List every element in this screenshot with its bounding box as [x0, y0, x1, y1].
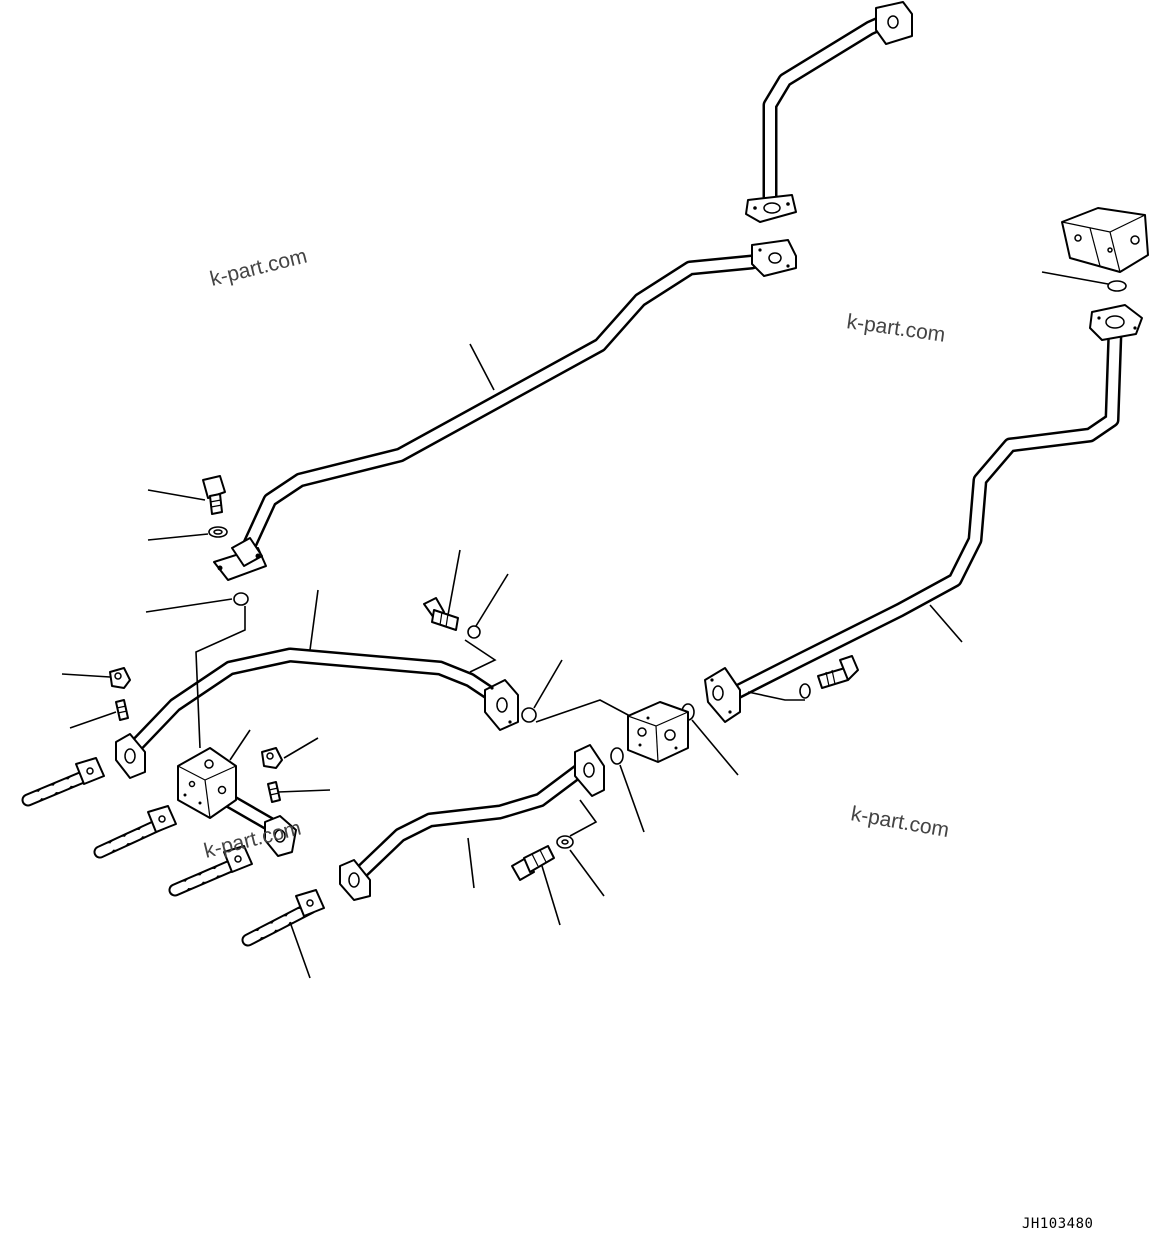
right-pipe-lower-flange — [704, 667, 741, 723]
right-pipe-top-oring — [1107, 280, 1127, 292]
lower-center-pipe-left-flange — [339, 859, 371, 901]
watermark-4: k-part.com — [849, 802, 951, 842]
center-valve-block — [627, 701, 689, 763]
middle-left-pipe-bolt — [423, 597, 459, 631]
top-flange — [875, 1, 913, 45]
middle-left-pipe-right-flange — [484, 679, 519, 731]
left-cube-block — [177, 747, 237, 819]
middle-left-pipe-oring — [521, 707, 537, 723]
lower-center-pipe — [347, 762, 588, 886]
leader-lines — [61, 271, 1109, 979]
riser-flange — [745, 194, 797, 223]
center-nipple-fitting — [267, 781, 281, 803]
upper-pipe-end-flange — [751, 239, 797, 277]
middle-left-pipe-washer — [467, 625, 481, 639]
right-pipe-bolt — [817, 655, 859, 689]
left-elbow-fitting-top — [109, 667, 131, 689]
upper-clamp-bolt — [202, 475, 226, 515]
right-pipe-top-flange — [1089, 304, 1143, 341]
upper-pipe-split-flange — [213, 537, 267, 581]
left-nipple-fitting — [115, 699, 129, 721]
watermark-1: k-part.com — [208, 245, 310, 291]
lower-center-pipe-flange — [574, 744, 605, 797]
watermark-3: k-part.com — [202, 817, 304, 863]
upper-long-pipe — [240, 254, 760, 556]
right-pipe-washer — [799, 683, 811, 699]
middle-left-pipe — [122, 647, 508, 760]
upper-riser-pipe — [762, 12, 896, 206]
upper-clamp-oring — [233, 592, 249, 606]
middle-left-pipe-left-flange — [115, 733, 146, 779]
lower-center-pipe-washer — [556, 835, 574, 849]
upper-clamp-washer — [208, 526, 228, 538]
watermark-2: k-part.com — [845, 310, 946, 347]
hose-assembly-3 — [168, 845, 253, 897]
right-valve-block — [1061, 207, 1149, 273]
right-long-pipe — [727, 324, 1123, 701]
center-elbow-fitting — [261, 747, 283, 769]
left-cube-block-flange — [264, 815, 297, 857]
lower-center-pipe-bolt — [511, 845, 555, 881]
drawing-id: JH103480 — [1022, 1216, 1093, 1232]
lower-center-pipe-oring — [610, 747, 624, 765]
hose-assembly-1 — [21, 757, 105, 807]
hose-assembly-4 — [241, 889, 325, 947]
hose-assembly-2 — [93, 805, 177, 859]
